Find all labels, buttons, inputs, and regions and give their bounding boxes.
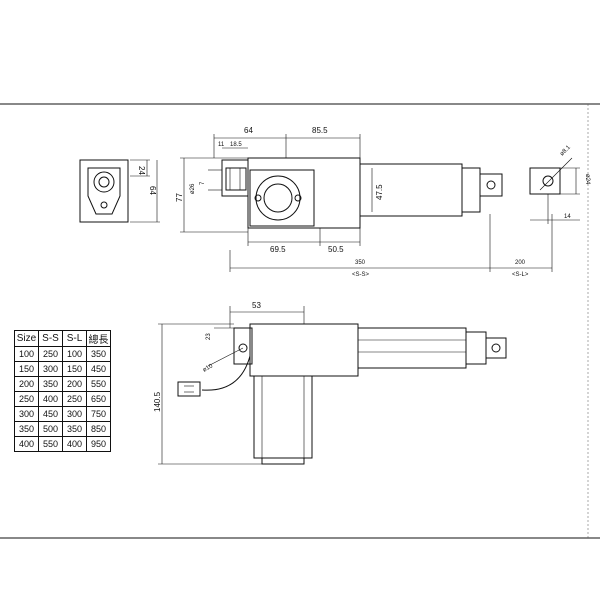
top-view: 64 85.5 11 18.5 7 ø26 77 47.5 69.5 50.5 [175, 126, 590, 278]
size-table-header: 總長 [86, 330, 111, 347]
side-view-tube [357, 327, 467, 369]
end-view-bore [93, 171, 115, 193]
top-view-dim-26: ø26 [190, 183, 196, 194]
side-view-connector [177, 381, 201, 397]
size-table-cell: 150 [62, 361, 87, 377]
size-table-cell: 750 [86, 406, 111, 422]
size-table: Size S-S S-L 總長 100 250 100 350 150 300 … [14, 330, 111, 452]
side-view-rod-hole [491, 343, 501, 353]
size-table-cell: 400 [14, 436, 39, 452]
size-table-cell: 550 [38, 436, 63, 452]
size-table-header-row: Size S-S S-L 總長 [14, 330, 111, 347]
end-view-dim-24: 24 [137, 166, 146, 175]
size-table-cell: 400 [38, 391, 63, 407]
top-view-dim-350: 350 [355, 260, 366, 266]
side-view: 53 23 ø10 140.5 [153, 301, 507, 465]
end-view-body [79, 159, 129, 223]
size-table-cell: 250 [62, 391, 87, 407]
size-table-cell: 100 [62, 346, 87, 362]
size-table-cell: 300 [62, 406, 87, 422]
top-view-dim-11: 11 [218, 142, 225, 148]
size-table-cell: 250 [38, 346, 63, 362]
size-table-header: S-L [62, 330, 87, 347]
top-view-rod-hole [486, 180, 496, 190]
side-view-clevis [233, 327, 253, 365]
side-view-dim-10: ø10 [202, 363, 215, 374]
side-view-rod-end [485, 337, 507, 359]
rod-end-detail [529, 167, 561, 195]
size-table-cell: 200 [14, 376, 39, 392]
size-table-header: Size [14, 330, 39, 347]
size-table-cell: 350 [14, 421, 39, 437]
end-view: 24 64 [79, 159, 160, 223]
size-table-cell: 150 [14, 361, 39, 377]
top-view-dim-24: ø24 [584, 174, 590, 185]
top-view-bolt-left [254, 194, 262, 202]
size-table-cell: 350 [62, 421, 87, 437]
table-row: 400 550 400 950 [14, 436, 111, 452]
top-view-dim-8-1: ø8.1 [559, 144, 572, 157]
top-view-dim-50-5: 50.5 [328, 245, 344, 254]
top-view-dim-47-5: 47.5 [375, 184, 384, 200]
side-view-cable [201, 355, 251, 391]
size-table-header: S-S [38, 330, 63, 347]
size-table-cell: 450 [86, 361, 111, 377]
size-table-cell: 300 [38, 361, 63, 377]
side-view-rod [465, 331, 487, 365]
end-view-clevis [87, 167, 121, 215]
side-view-motor-cap [261, 457, 305, 465]
side-view-dim-140-5: 140.5 [153, 391, 162, 412]
size-table-cell: 850 [86, 421, 111, 437]
table-row: 300 450 300 750 [14, 406, 111, 422]
top-view-dim-85-5: 85.5 [312, 126, 328, 135]
size-table-cell: 350 [38, 376, 63, 392]
top-view-dim-7: 7 [200, 181, 206, 185]
top-view-dim-200: 200 [515, 260, 526, 266]
top-view-motor-ring [255, 175, 301, 221]
size-table-cell: 650 [86, 391, 111, 407]
side-view-dim-23: 23 [206, 333, 212, 340]
top-view-dim-18-5: 18.5 [230, 142, 242, 148]
table-row: 100 250 100 350 [14, 346, 111, 362]
top-view-dim-69-5: 69.5 [270, 245, 286, 254]
top-view-dim-77: 77 [175, 193, 184, 202]
top-view-bolt-right [294, 194, 302, 202]
table-row: 350 500 350 850 [14, 421, 111, 437]
size-table-cell: 550 [86, 376, 111, 392]
top-view-dim-64: 64 [244, 126, 253, 135]
top-view-rod-end [479, 173, 503, 197]
side-view-gearbox [249, 323, 359, 377]
rod-end-detail-hole [542, 175, 554, 187]
end-view-hole [100, 201, 108, 209]
size-table-cell: 250 [14, 391, 39, 407]
table-row: 200 350 200 550 [14, 376, 111, 392]
top-view-motor-mount [249, 169, 315, 227]
top-view-dim-200-sub: <S-L> [512, 272, 529, 278]
table-row: 150 300 150 450 [14, 361, 111, 377]
size-table-cell: 200 [62, 376, 87, 392]
size-table-cell: 400 [62, 436, 87, 452]
size-table-cell: 350 [86, 346, 111, 362]
side-view-clevis-hole [238, 343, 248, 353]
top-view-motor-bore [263, 183, 293, 213]
top-view-dim-350-sub: <S-S> [352, 272, 370, 278]
top-view-clevis-slot [225, 167, 247, 191]
size-table-cell: 100 [14, 346, 39, 362]
size-table-cell: 300 [14, 406, 39, 422]
size-table-cell: 500 [38, 421, 63, 437]
table-row: 250 400 250 650 [14, 391, 111, 407]
end-view-dim-64: 64 [148, 186, 157, 195]
size-table-cell: 950 [86, 436, 111, 452]
top-view-rod [461, 167, 481, 213]
end-view-pin [98, 176, 110, 188]
side-view-dim-53: 53 [252, 301, 261, 310]
size-table-cell: 450 [38, 406, 63, 422]
side-view-motor [253, 375, 313, 459]
top-view-dim-14: 14 [564, 214, 571, 220]
